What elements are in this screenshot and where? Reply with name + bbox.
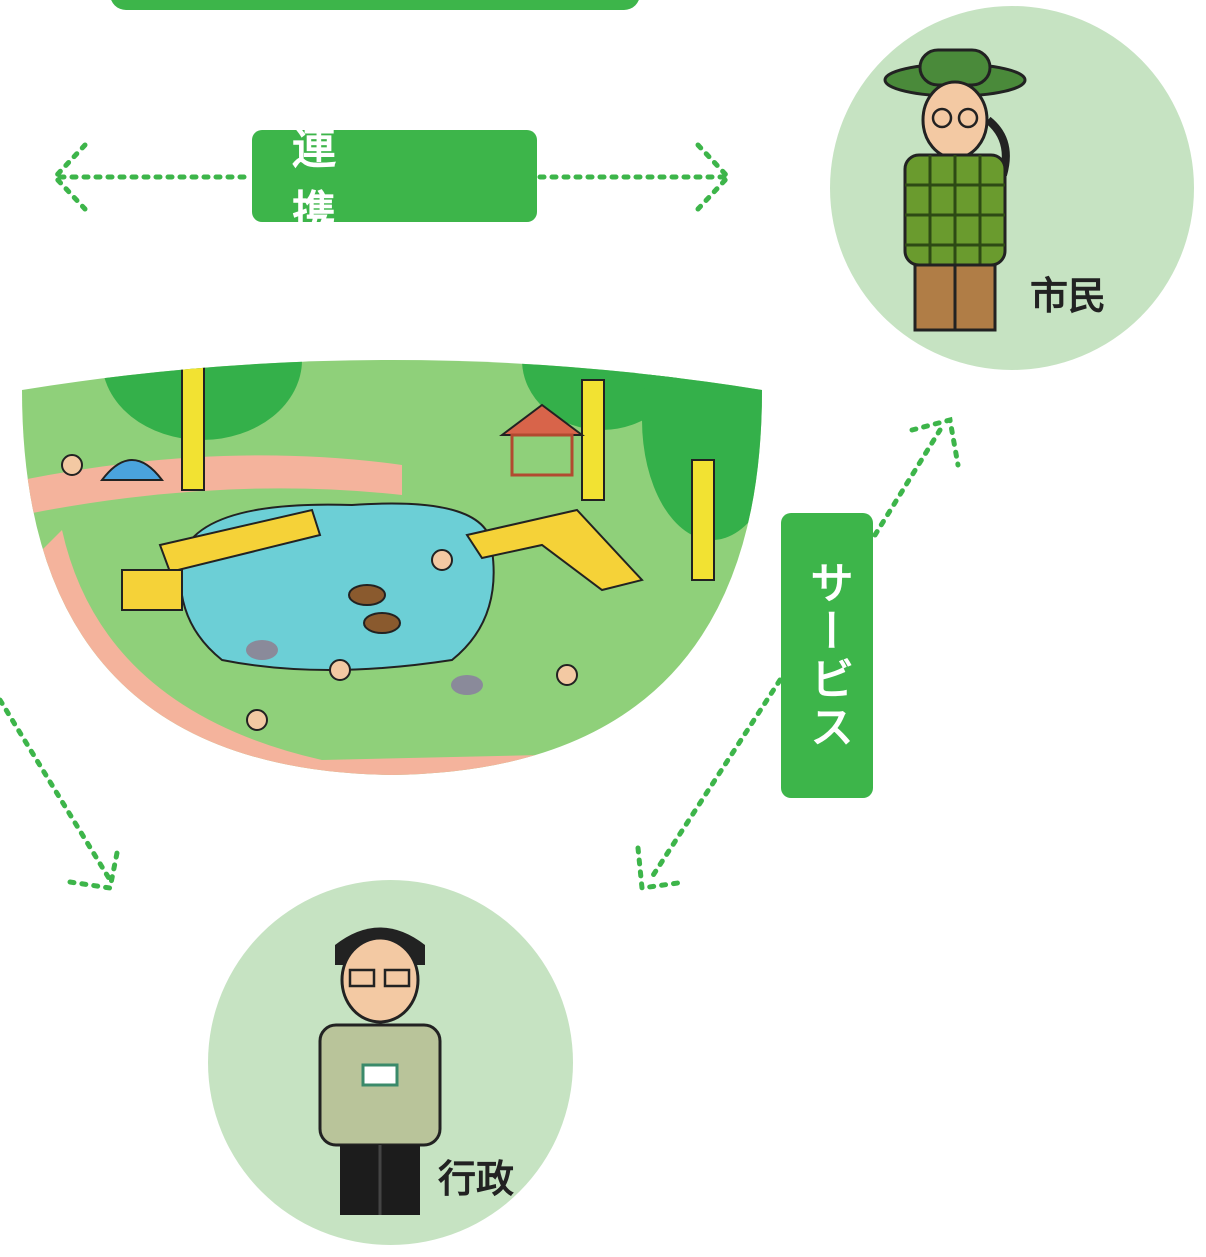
park-pond-illustration <box>22 360 762 775</box>
service-arrow-up-line <box>872 427 943 538</box>
tree-left <box>102 360 302 440</box>
collab-arrow-left-head <box>51 142 88 212</box>
left-arrow-line <box>0 697 113 883</box>
government-person-icon <box>318 927 442 1215</box>
service-arrow-down-head <box>635 845 688 891</box>
service-arrow-up-head <box>909 416 961 468</box>
park-sign <box>121 569 183 611</box>
government-label: 行政 <box>438 1157 515 1201</box>
service-label: サービス <box>781 513 873 798</box>
pond <box>179 502 495 671</box>
left-arrow-head <box>67 845 121 891</box>
tree-right <box>522 360 682 430</box>
collab-arrow-right-head <box>695 142 732 212</box>
citizen-person-icon <box>883 48 1027 332</box>
citizen-circle <box>830 6 1194 370</box>
citizen-label: 市民 <box>1030 274 1107 318</box>
service-arrow-down-line <box>647 677 783 883</box>
boardwalk-left <box>158 508 322 574</box>
collaboration-label: 連 携 <box>252 123 537 238</box>
boardwalk-right <box>465 508 644 592</box>
title-band <box>110 0 640 10</box>
